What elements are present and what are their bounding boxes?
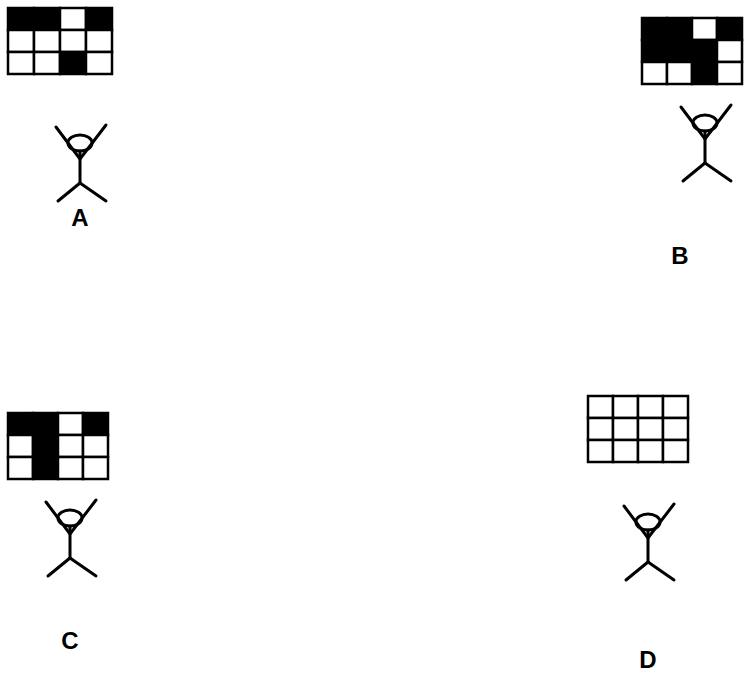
grid-cell <box>86 8 112 30</box>
grid-cell <box>613 440 638 462</box>
grid-cell <box>33 435 58 457</box>
grid-cell <box>60 8 86 30</box>
limb <box>648 562 674 580</box>
grid-cell <box>638 418 663 440</box>
grid-cell <box>33 457 58 479</box>
grid-cell <box>638 440 663 462</box>
person-figure <box>588 396 688 580</box>
grid-cell <box>692 18 717 40</box>
grid-cell <box>613 396 638 418</box>
grid-cell <box>8 8 34 30</box>
grid-cell <box>663 440 688 462</box>
figure-letter: C <box>61 629 78 653</box>
grid-cell <box>34 8 60 30</box>
grid-cell <box>717 62 742 84</box>
figure-letter: A <box>71 206 88 230</box>
pattern-grid <box>8 413 108 479</box>
stick-figure <box>56 125 106 201</box>
limb <box>70 558 96 576</box>
grid-cell <box>613 418 638 440</box>
grid-cell <box>58 457 83 479</box>
person-figure <box>8 413 108 576</box>
limb <box>56 125 106 159</box>
limb <box>48 558 70 576</box>
stick-figure <box>624 504 674 580</box>
stick-figure <box>46 500 96 576</box>
grid-cell <box>8 52 34 74</box>
grid-cell <box>34 52 60 74</box>
grid-cell <box>60 52 86 74</box>
grid-cell <box>667 62 692 84</box>
grid-cell <box>58 413 83 435</box>
grid-cell <box>663 396 688 418</box>
grid-cell <box>8 435 33 457</box>
grid-cell <box>588 440 613 462</box>
grid-cell <box>8 413 33 435</box>
person-figure <box>642 18 742 181</box>
grid-cell <box>638 396 663 418</box>
figure-letter: B <box>671 244 688 268</box>
grid-cell <box>642 40 667 62</box>
grid-cell <box>642 18 667 40</box>
grid-cell <box>60 30 86 52</box>
grid-cell <box>717 18 742 40</box>
grid-cell <box>86 30 112 52</box>
grid-cell <box>692 40 717 62</box>
limb <box>683 163 705 181</box>
grid-cell <box>667 40 692 62</box>
pattern-grid <box>8 8 112 74</box>
grid-cell <box>58 435 83 457</box>
limb <box>705 163 731 181</box>
pattern-grid <box>642 18 742 84</box>
grid-cell <box>663 418 688 440</box>
grid-cell <box>8 457 33 479</box>
grid-cell <box>588 418 613 440</box>
pattern-grid <box>588 396 688 462</box>
limb <box>624 504 674 538</box>
grid-cell <box>83 435 108 457</box>
grid-cell <box>34 30 60 52</box>
grid-cell <box>692 62 717 84</box>
grid-cell <box>588 396 613 418</box>
grid-cell <box>667 18 692 40</box>
grid-cell <box>8 30 34 52</box>
limb <box>58 183 80 201</box>
grid-cell <box>717 40 742 62</box>
limb <box>681 105 731 139</box>
grid-cell <box>642 62 667 84</box>
limb <box>626 562 648 580</box>
person-figure <box>8 8 112 201</box>
grid-cell <box>86 52 112 74</box>
limb <box>46 500 96 534</box>
grid-cell <box>83 457 108 479</box>
grid-cell <box>83 413 108 435</box>
limb <box>80 183 106 201</box>
stick-figure <box>681 105 731 181</box>
figure-letter: D <box>639 648 656 672</box>
grid-cell <box>33 413 58 435</box>
